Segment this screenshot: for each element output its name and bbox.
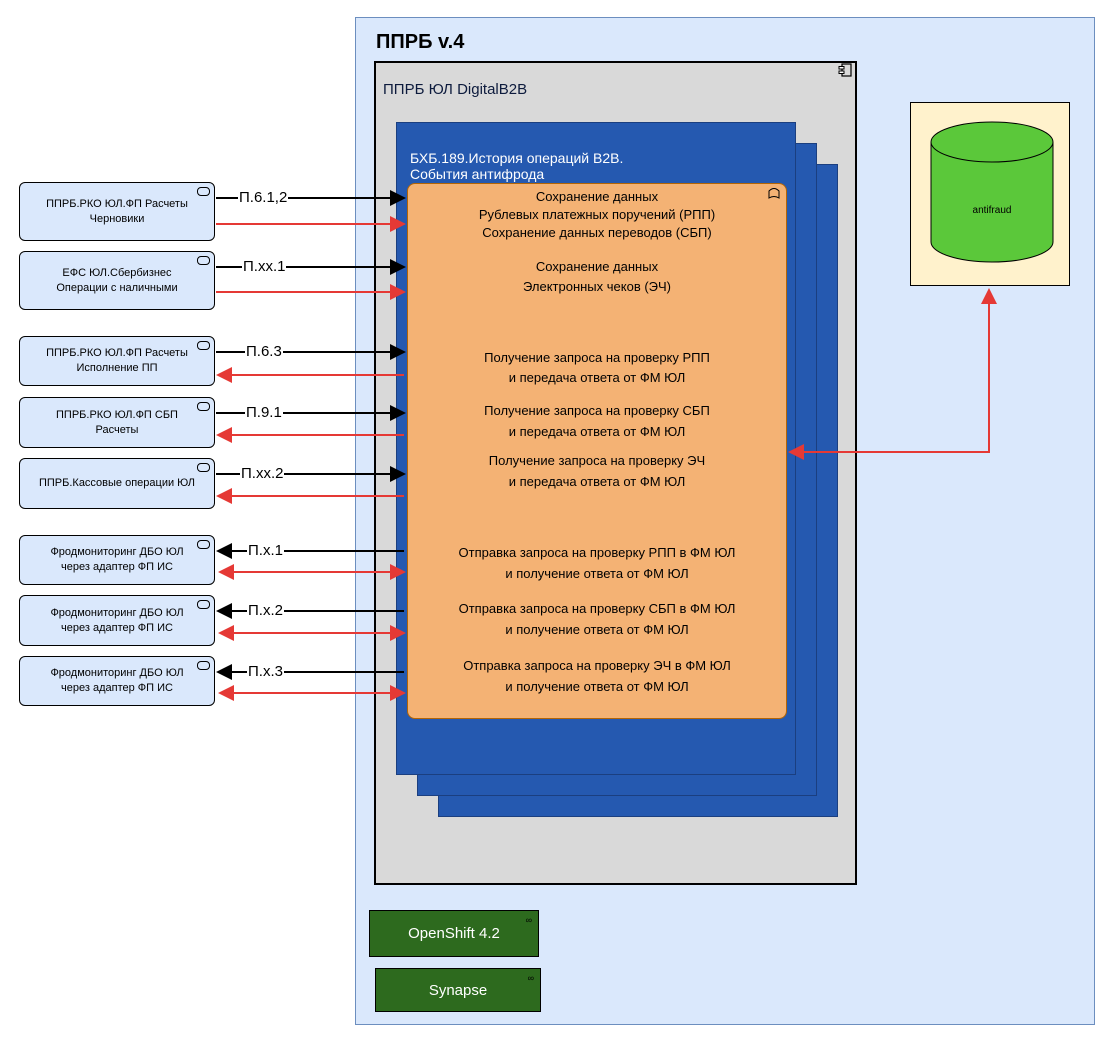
- external-system-line2: через адаптер ФП ИС: [61, 682, 173, 694]
- database-label: antifraud: [972, 205, 1012, 216]
- function-text: Сохранение данных переводов (СБП): [482, 225, 712, 240]
- service-icon: [197, 341, 210, 350]
- function-text: Получение запроса на проверку СБП: [484, 403, 710, 418]
- function-text: Отправка запроса на проверку РПП в ФМ ЮЛ: [458, 545, 736, 560]
- function-text: Отправка запроса на проверку ЭЧ в ФМ ЮЛ: [463, 658, 731, 673]
- external-system-box: Фродмониторинг ДБО ЮЛ через адаптер ФП ИС: [19, 535, 215, 585]
- link-icon: ∞: [525, 915, 532, 925]
- service-icon: [197, 600, 210, 609]
- link-icon: ∞: [527, 973, 534, 983]
- external-system-line1: Фродмониторинг ДБО ЮЛ: [50, 606, 184, 619]
- external-system-line1: ППРБ.РКО ЮЛ.ФП Расчеты: [46, 347, 188, 359]
- system-title: ППРБ v.4: [376, 31, 465, 53]
- external-system-box: ППРБ.Кассовые операции ЮЛ: [19, 458, 215, 509]
- external-system-line1: Фродмониторинг ДБО ЮЛ: [50, 667, 184, 679]
- function-text: и получение ответа от ФМ ЮЛ: [505, 566, 689, 581]
- external-system-line1: Фродмониторинг ДБО ЮЛ: [50, 546, 184, 558]
- function-text: Получение запроса на проверку РПП: [484, 350, 710, 365]
- external-system-line2: через адаптер ФП ИС: [61, 561, 173, 573]
- function-text: и передача ответа от ФМ ЮЛ: [508, 424, 686, 439]
- function-text: и передача ответа от ФМ ЮЛ: [508, 474, 686, 489]
- platform-synapse-label: Synapse: [428, 981, 488, 999]
- external-system-box: Фродмониторинг ДБО ЮЛ через адаптер ФП ИС: [19, 656, 215, 706]
- external-system-line2: Исполнение ПП: [76, 362, 158, 374]
- service-title-line1: БХБ.189.История операций B2B.: [410, 150, 624, 166]
- function-text: Отправка запроса на проверку СБП в ФМ ЮЛ: [458, 601, 736, 616]
- service-icon: [197, 661, 210, 670]
- service-icon: [197, 402, 210, 411]
- edge-label: П.6.1,2: [238, 189, 289, 207]
- external-system-box: Фродмониторинг ДБО ЮЛ через адаптер ФП ИС: [19, 595, 215, 646]
- platform-openshift-label: OpenShift 4.2: [408, 925, 500, 942]
- component-icon: [838, 63, 852, 77]
- service-icon: [197, 463, 210, 472]
- antifraud-link: [788, 288, 997, 460]
- service-icon: [197, 540, 210, 549]
- function-text: Электронных чеков (ЭЧ): [522, 279, 672, 294]
- function-text: и получение ответа от ФМ ЮЛ: [505, 679, 689, 694]
- function-text: и передача ответа от ФМ ЮЛ: [508, 370, 686, 385]
- external-system-line2: Операции с наличными: [56, 281, 178, 294]
- edge-label: П.6.3: [245, 343, 283, 361]
- function-text: и получение ответа от ФМ ЮЛ: [505, 622, 689, 637]
- service-title: БХБ.189.История операций B2B. События ан…: [410, 150, 780, 182]
- component-title: ППРБ ЮЛ DigitalB2B: [383, 81, 528, 98]
- function-block: [407, 183, 787, 719]
- external-system-line1: ППРБ.РКО ЮЛ.ФП Расчеты: [46, 197, 188, 210]
- function-text: Сохранение данных: [535, 189, 659, 204]
- edge-label: П.x.1: [247, 542, 284, 560]
- edge-label: П.9.1: [245, 404, 283, 422]
- platform-openshift: OpenShift 4.2 ∞: [369, 910, 539, 957]
- edge-label: П.xx.1: [242, 258, 287, 276]
- edge-label: П.xx.2: [240, 465, 285, 483]
- service-icon: [197, 187, 210, 196]
- service-title-line2: События антифрода: [410, 166, 545, 182]
- function-text: Рублевых платежных поручений (РПП): [478, 207, 716, 222]
- external-system-line1: ЕФС ЮЛ.Сбербизнес: [62, 266, 172, 279]
- external-system-line2: через адаптер ФП ИС: [61, 621, 173, 634]
- edge-label: П.x.3: [247, 663, 284, 681]
- external-system-line1: ППРБ.РКО ЮЛ.ФП СБП: [56, 408, 178, 421]
- external-system-line2: Расчеты: [95, 423, 139, 436]
- function-text: Сохранение данных: [535, 259, 659, 274]
- function-text: Получение запроса на проверку ЭЧ: [488, 453, 706, 468]
- function-icon: [768, 188, 780, 199]
- service-icon: [197, 256, 210, 265]
- external-system-line1: ППРБ.Кассовые операции ЮЛ: [38, 477, 196, 489]
- external-system-box: ППРБ.РКО ЮЛ.ФП СБП Расчеты: [19, 397, 215, 448]
- platform-synapse: Synapse ∞: [375, 968, 541, 1012]
- external-system-line2: Черновики: [89, 212, 145, 225]
- edge-label: П.x.2: [247, 602, 284, 620]
- database-cylinder-icon: [930, 121, 1054, 263]
